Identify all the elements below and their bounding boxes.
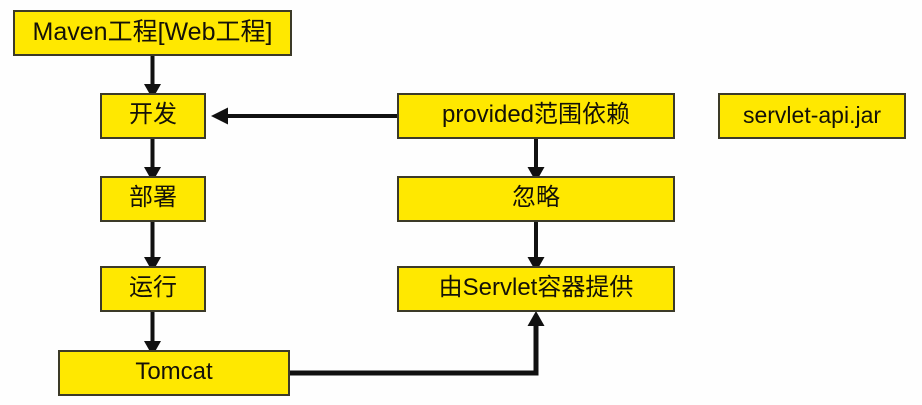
node-label: 由Servlet容器提供 [438, 274, 634, 301]
edge-maven-to-dev [144, 56, 161, 99]
node-label: Tomcat [135, 358, 213, 385]
node-provided-scope-dependency[interactable]: provided范围依赖 [397, 93, 675, 139]
node-label: 忽略 [512, 184, 560, 211]
node-maven-project[interactable]: Maven工程[Web工程] [13, 10, 292, 56]
node-label: servlet-api.jar [742, 101, 882, 128]
node-ignore[interactable]: 忽略 [397, 176, 675, 222]
node-label: 部署 [129, 184, 177, 211]
node-label: provided范围依赖 [441, 101, 631, 128]
edge-dev-to-deploy [144, 139, 161, 182]
edge-tomcat-to-container [290, 311, 545, 376]
node-tomcat[interactable]: Tomcat [58, 350, 290, 396]
node-label: Maven工程[Web工程] [32, 17, 273, 46]
node-run[interactable]: 运行 [100, 266, 206, 312]
node-provided-by-servlet-container[interactable]: 由Servlet容器提供 [397, 266, 675, 312]
node-servlet-api-jar[interactable]: servlet-api.jar [718, 93, 906, 139]
edge-run-to-tomcat [144, 312, 161, 356]
edge-deploy-to-run [144, 222, 161, 272]
edge-ignore-to-container [527, 222, 545, 272]
node-label: 开发 [129, 101, 177, 128]
node-deploy[interactable]: 部署 [100, 176, 206, 222]
edge-provided-to-dev [211, 107, 397, 125]
node-develop[interactable]: 开发 [100, 93, 206, 139]
node-label: 运行 [129, 274, 177, 301]
edge-provided-to-ignore [527, 139, 545, 182]
